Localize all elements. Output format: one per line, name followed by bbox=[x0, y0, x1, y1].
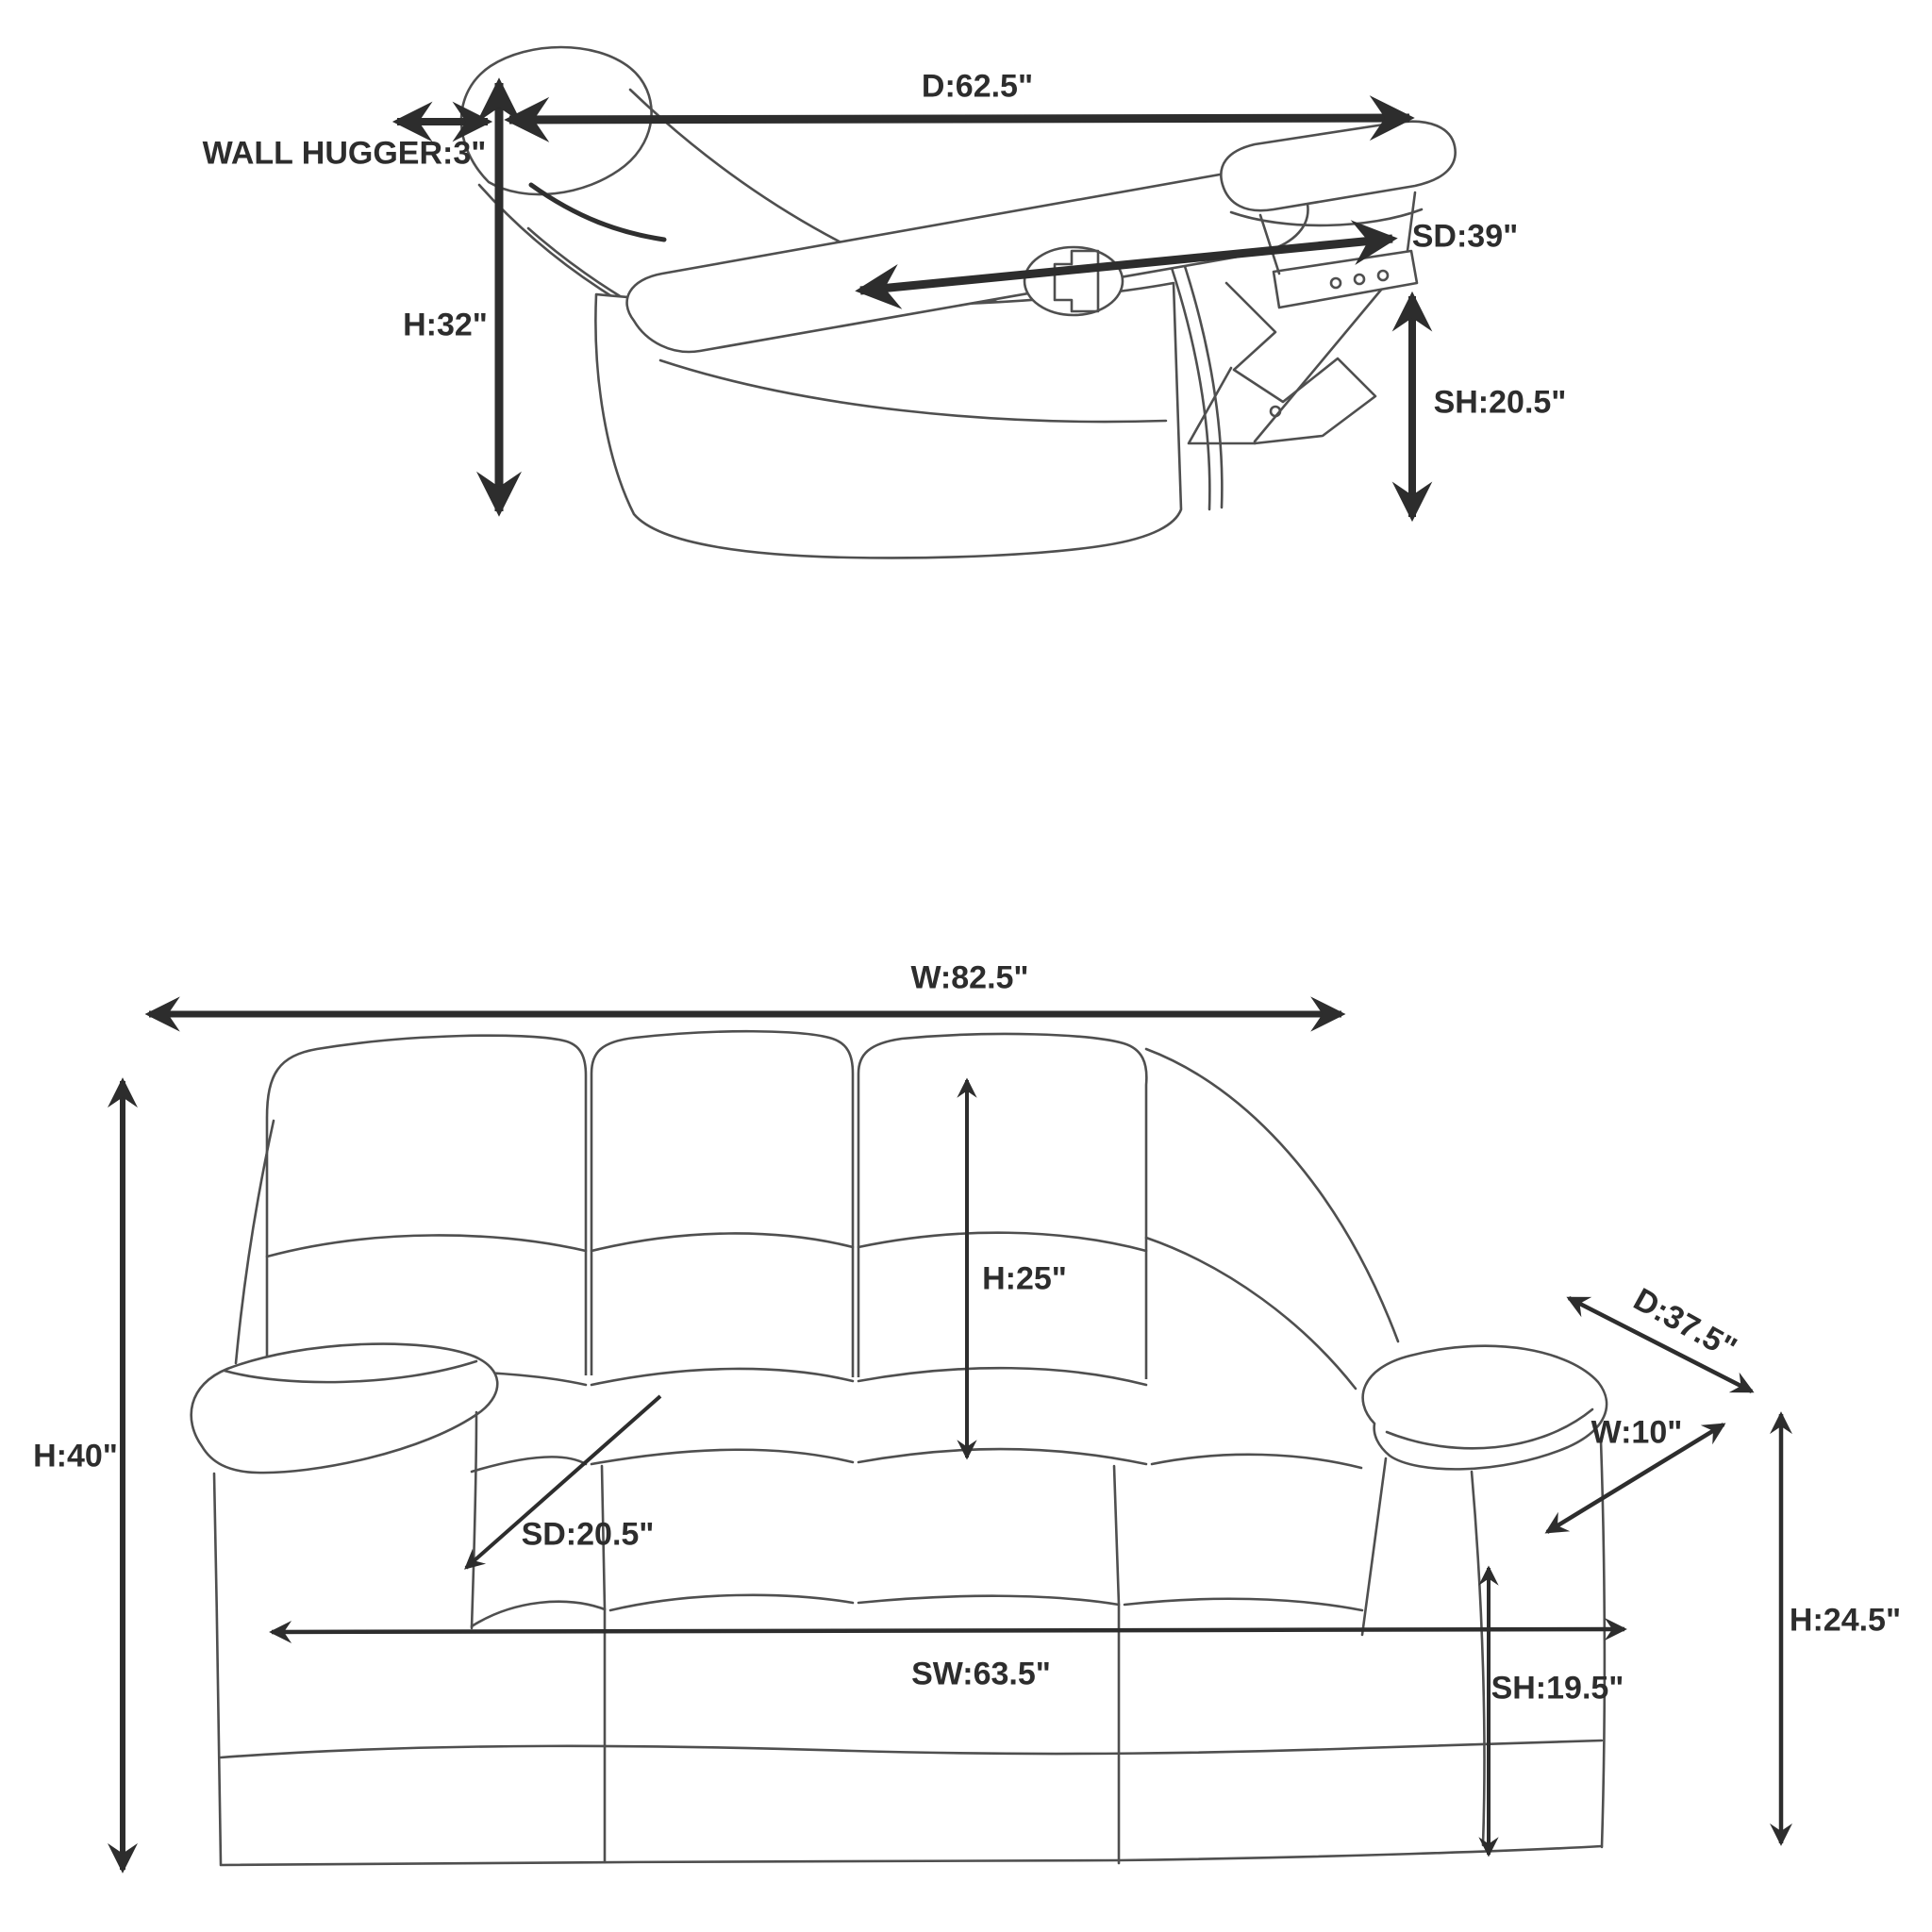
front-seat-width-label: SW:63.5" bbox=[911, 1656, 1051, 1692]
side-depth-label: D:62.5" bbox=[921, 68, 1034, 105]
sofa-back-cushion-middle bbox=[590, 1029, 855, 1377]
depth-arrow-d375 bbox=[1566, 1295, 1755, 1394]
arm-width-arrow-w10 bbox=[1544, 1423, 1726, 1534]
front-seat-height-label: SH:19.5" bbox=[1491, 1670, 1624, 1707]
sofa-left-arm-outer-edge bbox=[212, 1472, 223, 1866]
recliner-footrest bbox=[1220, 120, 1457, 212]
sofa-left-armrest-pad bbox=[190, 1342, 499, 1474]
seat-width-arrow-sw635 bbox=[269, 1618, 1627, 1643]
front-width-label: W:82.5" bbox=[910, 959, 1029, 996]
recliner-release-handle bbox=[1023, 245, 1124, 317]
sofa-seat-top-seams bbox=[470, 1447, 1363, 1474]
sofa-right-side-top-edge bbox=[1144, 1047, 1400, 1343]
sofa-seat-front-lips bbox=[470, 1593, 1364, 1628]
recliner-mechanism bbox=[1187, 281, 1389, 445]
side-height-label: H:32" bbox=[403, 307, 488, 343]
sofa-back-cushion-right bbox=[857, 1032, 1148, 1379]
sofa-right-armrest-pad bbox=[1361, 1344, 1608, 1471]
sofa-base-edge bbox=[219, 1844, 1604, 1867]
sofa-front-rail-seam bbox=[219, 1739, 1604, 1759]
recliner-seat-side-seam bbox=[658, 358, 1168, 424]
sofa-right-arm-outer-edge bbox=[1599, 1439, 1607, 1849]
sofa-back-cushion-left bbox=[265, 1034, 588, 1375]
sofa-right-arm-inner-edge bbox=[1360, 1457, 1388, 1637]
sofa-seat-vertical-seams bbox=[600, 1464, 1121, 1865]
side-seat-depth-label: SD:39" bbox=[1411, 218, 1519, 255]
sofa-right-arm-front-seam bbox=[1470, 1470, 1486, 1847]
recliner-headrest-crease bbox=[528, 182, 667, 242]
sofa-left-armrest-seam bbox=[223, 1359, 478, 1384]
sofa-left-arm-inner-edge bbox=[470, 1410, 478, 1630]
sofa-back-seams-upper bbox=[265, 1231, 1148, 1258]
sofa-left-outer-back-edge bbox=[234, 1119, 275, 1365]
front-height-label: H:40" bbox=[33, 1438, 118, 1474]
seat-depth-arrow-sd205 bbox=[464, 1394, 662, 1570]
front-seat-depth-label: SD:20.5" bbox=[521, 1516, 655, 1553]
depth-arrow-d625 bbox=[504, 95, 1415, 142]
front-view-art bbox=[190, 1029, 1608, 1867]
seat-depth-arrow-sd39 bbox=[855, 220, 1398, 309]
side-view-dimension-arrows bbox=[391, 77, 1433, 523]
side-seat-height-label: SH:20.5" bbox=[1433, 384, 1567, 421]
front-view-dimension-arrows bbox=[107, 996, 1793, 1874]
front-arm-width-label: W:10" bbox=[1591, 1414, 1683, 1451]
front-back-height-label: H:25" bbox=[982, 1260, 1067, 1297]
sofa-right-side-inner-edge bbox=[1144, 1236, 1357, 1391]
front-arm-height-label: H:24.5" bbox=[1789, 1602, 1902, 1639]
side-wall-hugger-label: WALL HUGGER:3" bbox=[202, 135, 487, 172]
